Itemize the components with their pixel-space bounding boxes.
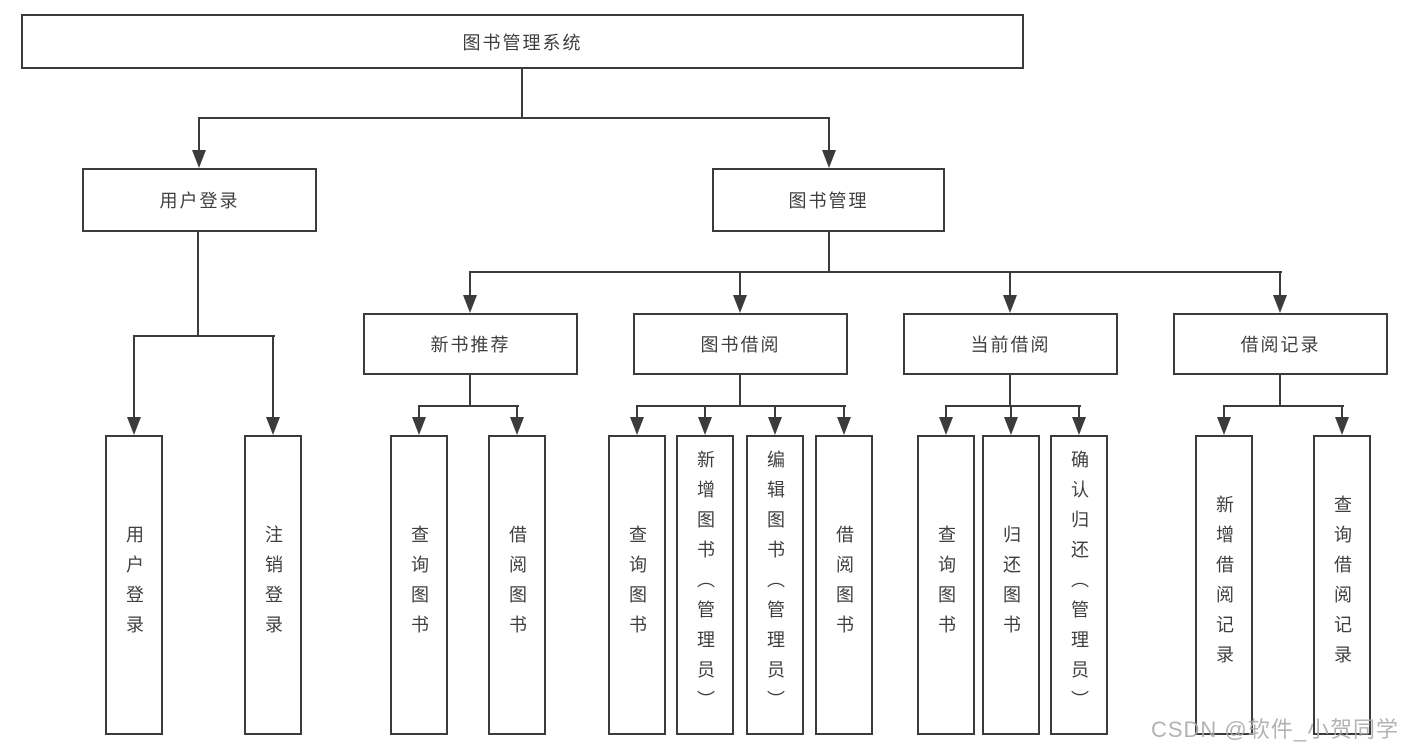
leaf-label: 编辑图书（管理员） [765, 450, 785, 720]
connector-arrow-shaft [272, 335, 274, 417]
connector-user-login-hline [133, 335, 275, 337]
leaf-query-borrow-record: 查询借阅记录 [1313, 435, 1371, 735]
connector-book-mgmt-hline [469, 271, 1282, 273]
arrow-down-icon [127, 417, 141, 435]
arrow-down-icon [510, 417, 524, 435]
connector-arrow-shaft [469, 271, 471, 295]
connector-user-login-stem [197, 232, 199, 335]
leaf-borrow-book-recommend: 借阅图书 [488, 435, 546, 735]
connector-arrow-shaft [1078, 405, 1080, 417]
connector-arrow-shaft [739, 271, 741, 295]
leaf-label: 用户登录 [124, 525, 144, 645]
connector-root-stem [521, 69, 523, 117]
connector-root-hline [198, 117, 830, 119]
connector-recommend-hline [418, 405, 519, 407]
arrow-down-icon [1003, 295, 1017, 313]
leaf-query-book-current: 查询图书 [917, 435, 975, 735]
arrow-down-icon [1335, 417, 1349, 435]
connector-arrow-shaft [945, 405, 947, 417]
connector-arrow-shaft [198, 117, 200, 150]
node-book-management: 图书管理 [712, 168, 945, 232]
arrow-down-icon [412, 417, 426, 435]
leaf-label: 借阅图书 [507, 525, 527, 645]
leaf-edit-book-admin: 编辑图书（管理员） [746, 435, 804, 735]
node-label: 用户登录 [159, 191, 240, 211]
leaf-logout: 注销登录 [244, 435, 302, 735]
connector-records-hline [1223, 405, 1344, 407]
leaf-confirm-return-admin: 确认归还（管理员） [1050, 435, 1108, 735]
connector-arrow-shaft [774, 405, 776, 417]
connector-book-mgmt-stem [828, 232, 830, 271]
node-label: 图书借阅 [700, 335, 781, 355]
leaf-label: 注销登录 [263, 525, 283, 645]
node-label: 当前借阅 [970, 335, 1051, 355]
leaf-query-book-recommend: 查询图书 [390, 435, 448, 735]
connector-arrow-shaft [1341, 405, 1343, 417]
leaf-label: 新增图书（管理员） [695, 450, 715, 720]
arrow-down-icon [698, 417, 712, 435]
leaf-label: 新增借阅记录 [1214, 495, 1234, 675]
arrow-down-icon [1217, 417, 1231, 435]
connector-arrow-shaft [1223, 405, 1225, 417]
node-new-book-recommendation: 新书推荐 [363, 313, 578, 375]
connector-arrow-shaft [636, 405, 638, 417]
arrow-down-icon [939, 417, 953, 435]
leaf-label: 查询图书 [409, 525, 429, 645]
leaf-borrow-book-borrowing: 借阅图书 [815, 435, 873, 735]
leaf-add-book-admin: 新增图书（管理员） [676, 435, 734, 735]
connector-borrowing-hline [636, 405, 846, 407]
connector-recommend-stem [469, 375, 471, 405]
arrow-down-icon [768, 417, 782, 435]
arrow-down-icon [837, 417, 851, 435]
connector-current-hline [945, 405, 1081, 407]
node-label: 借阅记录 [1240, 335, 1321, 355]
leaf-label: 查询图书 [936, 525, 956, 645]
arrow-down-icon [192, 150, 206, 168]
connector-arrow-shaft [516, 405, 518, 417]
leaf-user-login: 用户登录 [105, 435, 163, 735]
arrow-down-icon [630, 417, 644, 435]
csdn-watermark: CSDN @软件_小贺同学 [1150, 717, 1399, 742]
arrow-down-icon [733, 295, 747, 313]
arrow-down-icon [1004, 417, 1018, 435]
arrow-down-icon [822, 150, 836, 168]
node-label: 新书推荐 [430, 335, 511, 355]
node-borrow-records: 借阅记录 [1173, 313, 1388, 375]
connector-current-stem [1009, 375, 1011, 405]
connector-arrow-shaft [704, 405, 706, 417]
leaf-label: 查询图书 [627, 525, 647, 645]
connector-borrowing-stem [739, 375, 741, 405]
leaf-label: 确认归还（管理员） [1069, 450, 1089, 720]
node-label: 图书管理 [788, 191, 869, 211]
node-current-borrowing: 当前借阅 [903, 313, 1118, 375]
arrow-down-icon [1072, 417, 1086, 435]
arrow-down-icon [463, 295, 477, 313]
leaf-query-book-borrowing: 查询图书 [608, 435, 666, 735]
connector-arrow-shaft [828, 117, 830, 150]
node-library-management-system: 图书管理系统 [21, 14, 1024, 69]
node-book-borrowing: 图书借阅 [633, 313, 848, 375]
leaf-label: 借阅图书 [834, 525, 854, 645]
connector-arrow-shaft [1009, 271, 1011, 295]
connector-arrow-shaft [418, 405, 420, 417]
connector-records-stem [1279, 375, 1281, 405]
connector-arrow-shaft [1010, 405, 1012, 417]
node-label: 图书管理系统 [462, 32, 583, 53]
leaf-return-book: 归还图书 [982, 435, 1040, 735]
connector-arrow-shaft [843, 405, 845, 417]
leaf-label: 查询借阅记录 [1332, 495, 1352, 675]
connector-arrow-shaft [1279, 271, 1281, 295]
node-user-login: 用户登录 [82, 168, 317, 232]
connector-arrow-shaft [133, 335, 135, 417]
arrow-down-icon [266, 417, 280, 435]
leaf-label: 归还图书 [1001, 525, 1021, 645]
leaf-add-borrow-record: 新增借阅记录 [1195, 435, 1253, 735]
arrow-down-icon [1273, 295, 1287, 313]
